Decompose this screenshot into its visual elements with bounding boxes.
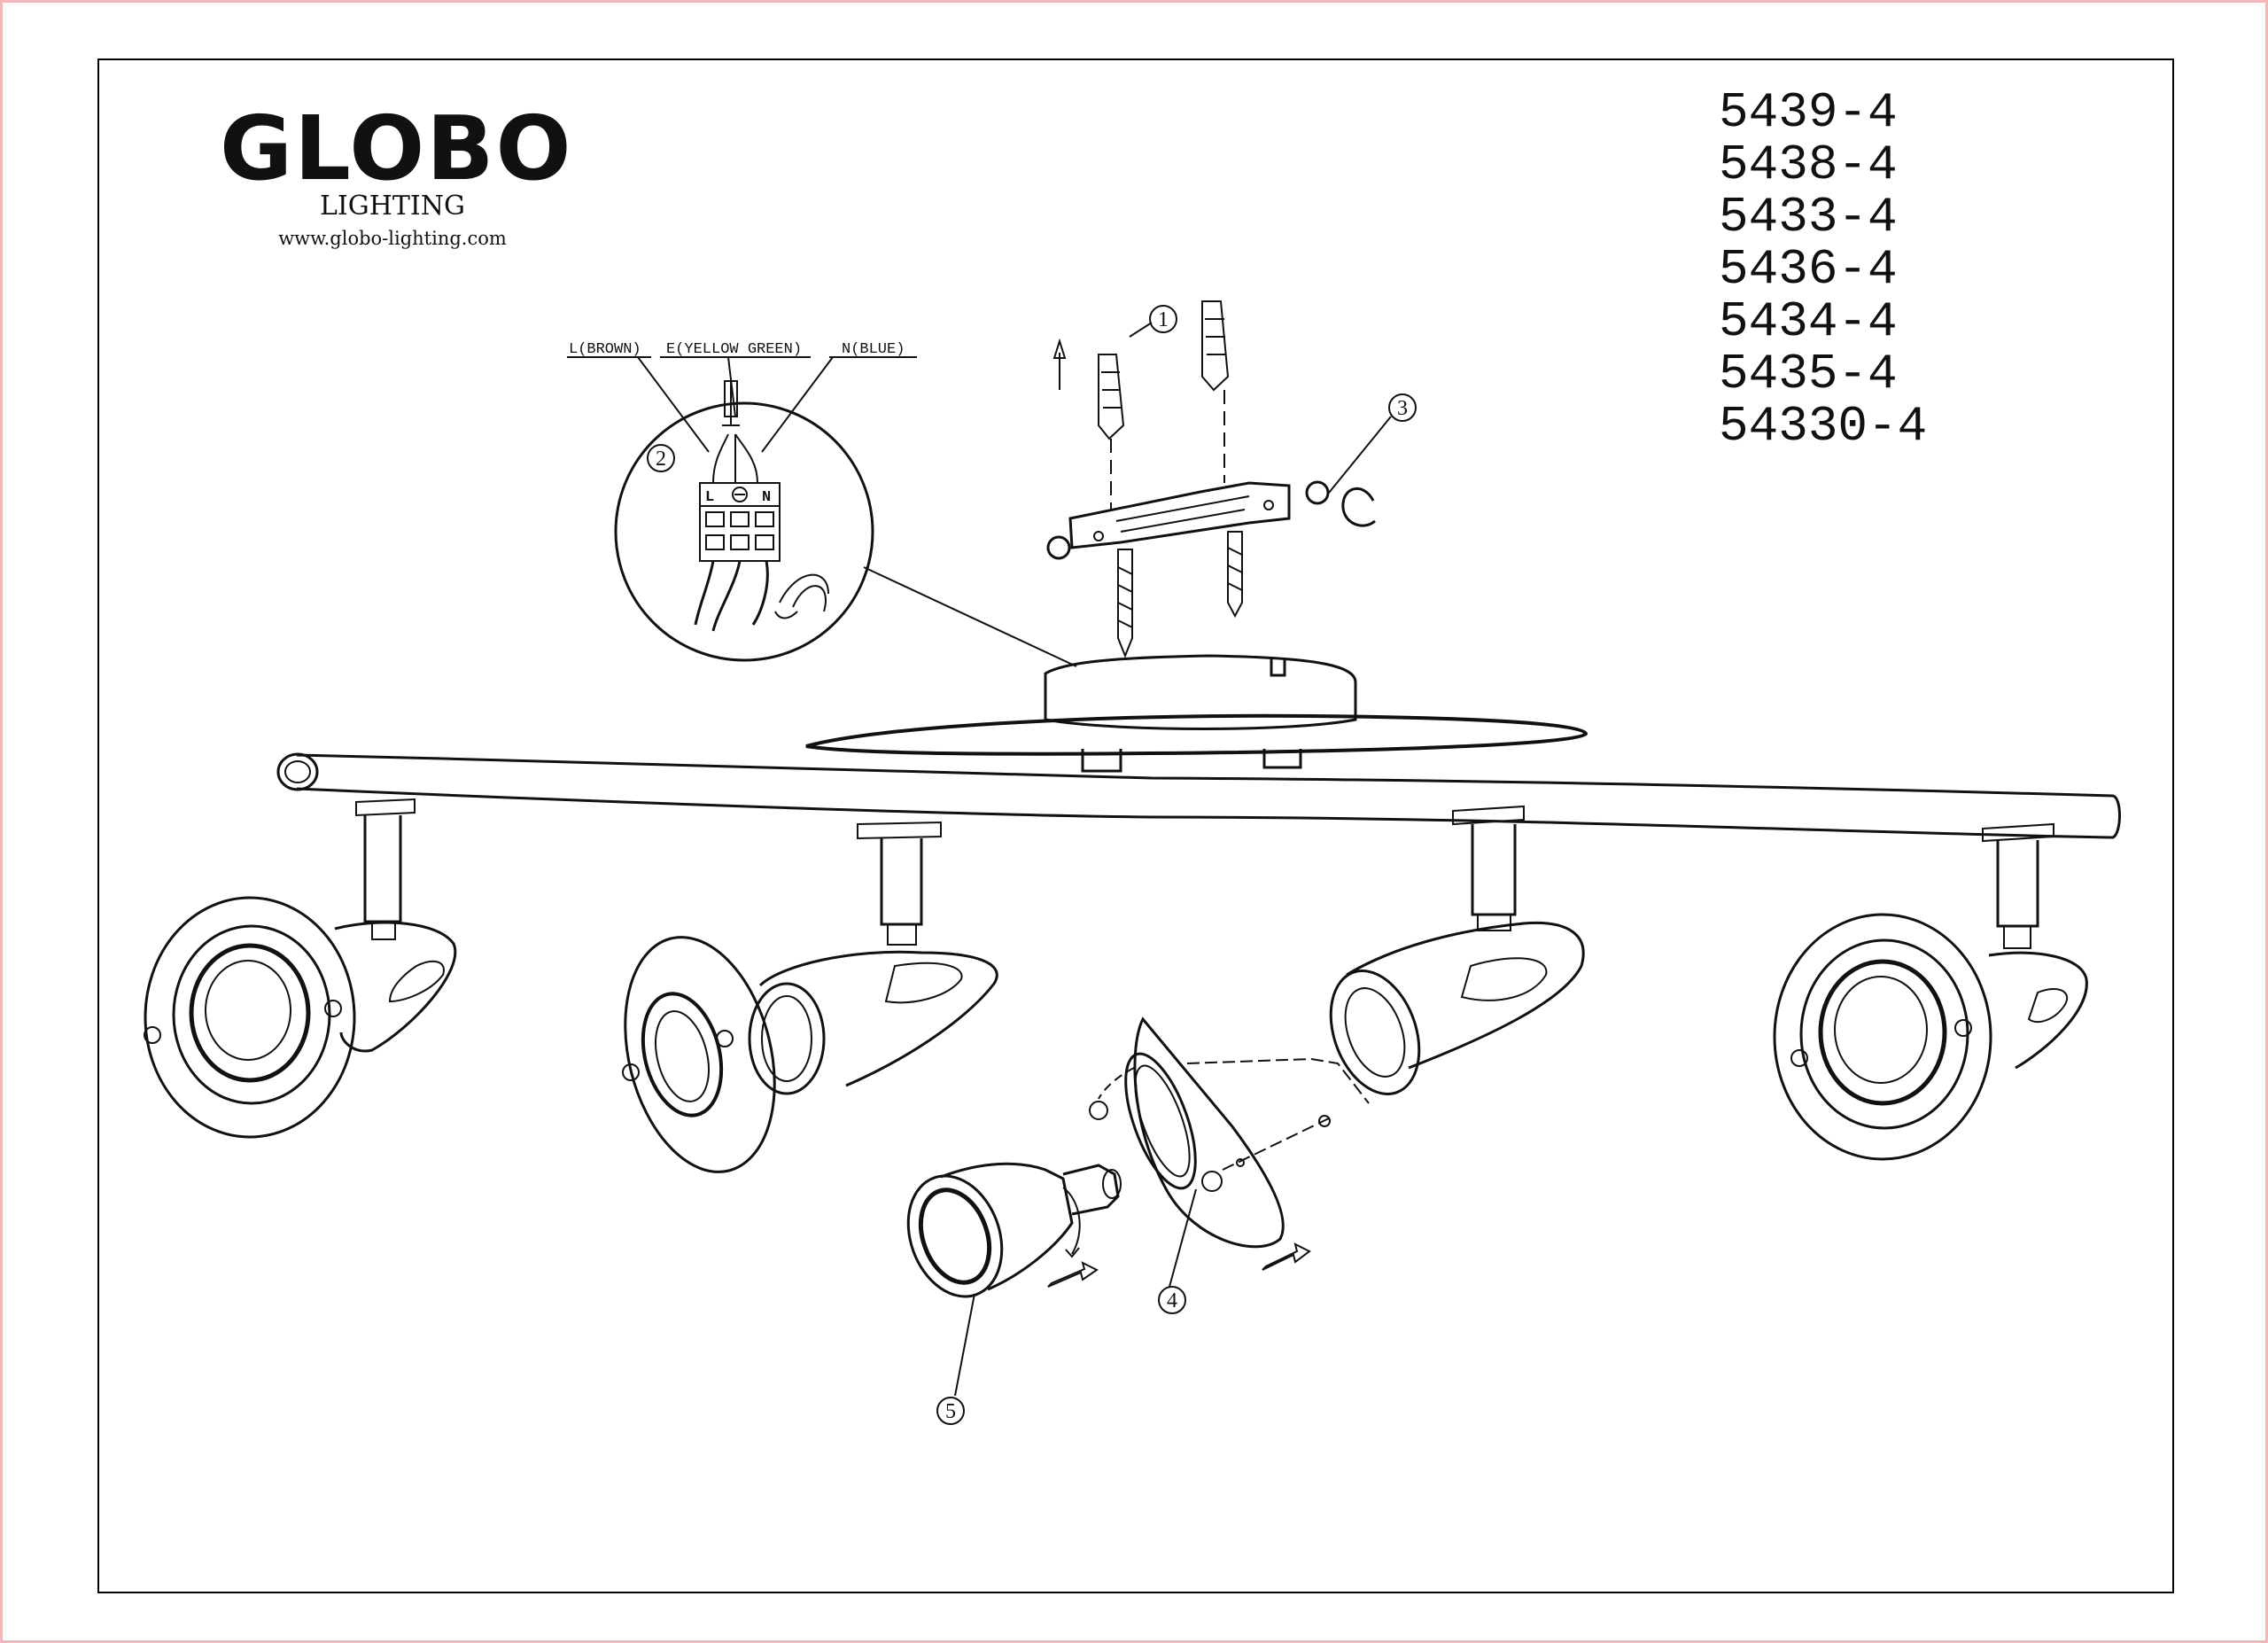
model-number: 5439-4 — [1719, 84, 1898, 141]
retaining-clip — [1341, 487, 1376, 527]
spot-reflector-ring — [144, 896, 356, 1139]
callout-1: 1 — [1149, 305, 1177, 333]
brand-logo: GLOBO LIGHTING www.globo-lighting.com — [220, 97, 573, 250]
spotlight-2 — [622, 821, 998, 1173]
direction-arrow-icon — [1047, 1261, 1099, 1288]
spot-housing — [758, 950, 998, 1087]
model-number: 54330-4 — [1719, 398, 1928, 455]
wire-label-neutral: N(BLUE) — [842, 341, 905, 358]
wire-label-earth: E(YELLOW GREEN) — [666, 341, 802, 358]
wall-plug — [1201, 300, 1230, 392]
spotlight-4 — [1773, 822, 2088, 1161]
screw-head — [1046, 535, 1071, 560]
callout-number: 4 — [1167, 1289, 1177, 1312]
earth-symbol — [732, 487, 748, 502]
model-number: 5438-4 — [1719, 136, 1898, 193]
spot-housing — [334, 921, 457, 1053]
screw-head — [1305, 480, 1330, 505]
callout-number: 2 — [656, 448, 666, 471]
callout-number: 3 — [1397, 397, 1408, 420]
brand-subtitle: LIGHTING — [320, 191, 465, 222]
long-screw — [1227, 531, 1243, 619]
callout-number: 1 — [1158, 308, 1169, 331]
wall-plug — [1098, 354, 1125, 440]
spot-housing — [1346, 921, 1585, 1070]
spotlight-1 — [144, 798, 457, 1139]
callout-number: 5 — [945, 1400, 956, 1423]
mounting-hardware — [1046, 300, 1376, 658]
detail-leader — [863, 566, 1077, 667]
canopy-plate — [805, 713, 1588, 756]
wiring-detail: L(BROWN) E(YELLOW GREEN) N(BLUE) L N — [567, 341, 1077, 667]
long-screw — [1117, 549, 1133, 658]
callout-2: 2 — [647, 444, 675, 472]
brand-name: GLOBO — [220, 97, 573, 200]
bar-end-cap — [276, 752, 319, 791]
canopy-cup — [1044, 654, 1357, 730]
callout-3: 3 — [1388, 393, 1417, 422]
terminal-n-label: N — [762, 489, 771, 506]
terminal-l-label: L — [705, 489, 714, 506]
brand-url: www.globo-lighting.com — [278, 228, 507, 249]
bulb-face — [906, 1174, 1004, 1298]
terminal-block-body — [699, 505, 781, 562]
model-number: 5433-4 — [1719, 189, 1898, 245]
mounting-bracket — [1068, 481, 1291, 549]
light-bar — [276, 752, 2121, 839]
callout-5: 5 — [936, 1397, 965, 1425]
spot-shade — [1133, 1016, 1285, 1249]
drawing-frame — [97, 58, 2174, 1593]
callout-leaders — [954, 322, 1392, 1397]
canopy — [805, 654, 1588, 773]
model-number-list: 5439-4 5438-4 5433-4 5436-4 5434-4 5435-… — [1719, 87, 1927, 453]
bulb-body — [940, 1162, 1074, 1291]
spot-housing — [1988, 951, 2088, 1070]
up-arrow-icon — [1052, 338, 1067, 390]
spotlight-3-exploded — [906, 805, 1585, 1298]
model-number: 5435-4 — [1719, 346, 1898, 402]
wiring-detail-circle — [614, 401, 874, 662]
model-number: 5436-4 — [1719, 241, 1898, 298]
spot-reflector-ring — [624, 936, 776, 1173]
model-number: 5434-4 — [1719, 293, 1898, 350]
wire-label-live: L(BROWN) — [569, 341, 641, 358]
callout-4: 4 — [1158, 1286, 1186, 1314]
direction-arrow-icon — [1262, 1242, 1311, 1271]
spot-reflector-ring — [1773, 913, 1992, 1161]
